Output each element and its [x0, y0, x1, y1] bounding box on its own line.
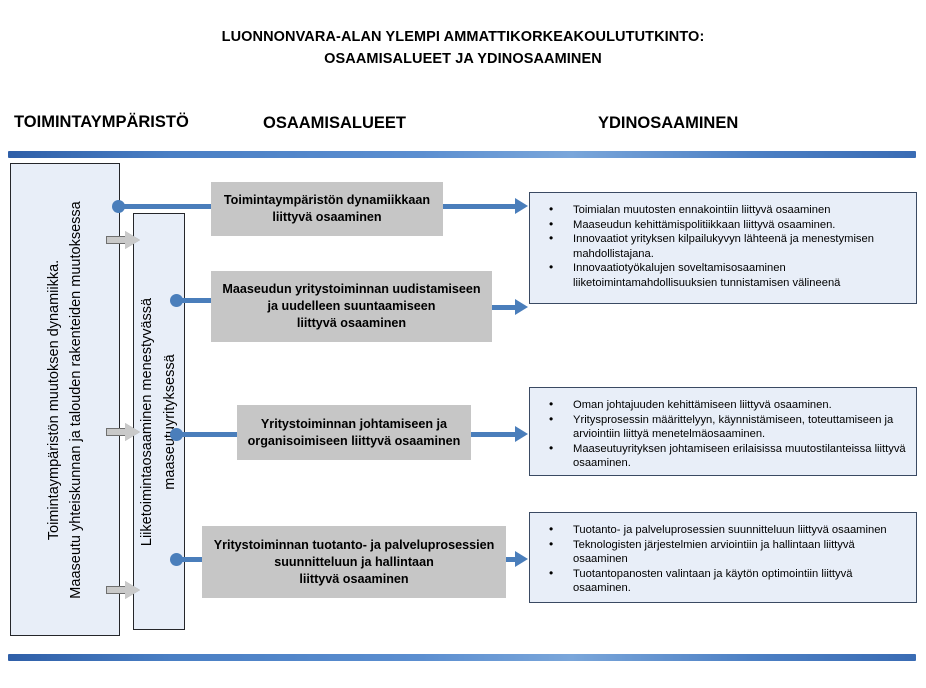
competence-area-text: Maaseudun yritystoiminnan uudistamiseen … — [222, 281, 480, 332]
core-competence-box-3: Tuotanto- ja palveluprosessien suunnitte… — [529, 512, 917, 603]
block-arrow-icon-1 — [106, 230, 141, 250]
core-competence-box-2: Oman johtajuuden kehittämiseen liittyvä … — [529, 387, 917, 476]
connector-dot-4 — [170, 553, 183, 566]
list-item: Maaseudun kehittämispolitiikkaan liittyv… — [538, 217, 906, 233]
connector-line-3b — [471, 432, 517, 437]
connector-line-2b — [492, 305, 517, 310]
core-competence-list-2: Oman johtajuuden kehittämiseen liittyvä … — [538, 397, 906, 471]
connector-arrowhead-1 — [515, 198, 528, 214]
connector-arrowhead-3 — [515, 426, 528, 442]
connector-line-4a — [178, 557, 206, 562]
column-header-osaamisalueet: OSAAMISALUEET — [263, 114, 407, 132]
competence-area-line-2: organisoimiseen liittyvä osaaminen — [247, 433, 461, 448]
connector-arrowhead-2 — [515, 299, 528, 315]
connector-line-1a — [120, 204, 214, 209]
competence-area-box-tuotanto: Yritystoiminnan tuotanto- ja palvelupros… — [202, 526, 506, 598]
environment-box-text: Toimintaympäristön muutoksen dynamiikka.… — [43, 201, 87, 598]
list-item: Teknologisten järjestelmien arviointiin … — [538, 537, 906, 567]
competence-area-box-johtaminen: Yritystoiminnan johtamiseen ja organisoi… — [237, 405, 471, 460]
competence-area-line-2: liittyvä osaaminen — [272, 210, 382, 224]
column-header-ydinosaaminen: YDINOSAAMINEN — [598, 114, 739, 132]
competence-area-text: Yritystoiminnan tuotanto- ja palvelupros… — [214, 537, 495, 588]
list-item: Yritysprosessin määrittelyyn, käynnistäm… — [538, 412, 906, 442]
environment-line-1: Toimintaympäristön muutoksen dynamiikka. — [46, 259, 62, 540]
connector-line-2a — [178, 298, 214, 303]
title-line-1: LUONNONVARA-ALAN YLEMPI AMMATTIKORKEAKOU… — [221, 29, 705, 45]
block-arrow-shaft — [106, 586, 127, 594]
block-arrow-icon-2 — [106, 422, 141, 442]
environment-line-2: Maaseutu yhteiskunnan ja talouden rakent… — [68, 200, 84, 599]
block-arrow-head — [125, 423, 140, 441]
competence-area-line-2: ja uudelleen suuntaamiseen — [267, 299, 436, 313]
block-arrow-icon-3 — [106, 580, 141, 600]
competence-area-line-1: Yritystoiminnan tuotanto- ja palvelupros… — [213, 537, 495, 552]
connector-dot-2 — [170, 294, 183, 307]
environment-box: Toimintaympäristön muutoksen dynamiikka.… — [10, 163, 120, 636]
competence-area-text: Yritystoiminnan johtamiseen ja organisoi… — [248, 416, 461, 450]
business-competence-line-2: maaseutuyrityksessä — [162, 353, 178, 490]
list-item: Maaseutuyrityksen johtamiseen erilaisiss… — [538, 441, 906, 471]
connector-line-3a — [178, 432, 240, 437]
list-item: Tuotanto- ja palveluprosessien suunnitte… — [538, 522, 906, 538]
list-item: Tuotantopanosten valintaan ja käytön opt… — [538, 566, 906, 596]
competence-area-line-3: liittyvä osaaminen — [299, 571, 409, 586]
connector-line-4b — [506, 557, 517, 562]
page-title: LUONNONVARA-ALAN YLEMPI AMMATTIKORKEAKOU… — [0, 26, 926, 70]
connector-line-1b — [443, 204, 517, 209]
bottom-divider-bar — [8, 654, 916, 661]
business-competence-line-1: Liiketoimintaosaaminen menestyvässä — [139, 297, 155, 546]
list-item: Toimialan muutosten ennakointiin liittyv… — [538, 202, 906, 218]
connector-dot-3 — [170, 428, 183, 441]
list-item: Innovaatiotyökalujen soveltamisosaaminen… — [538, 260, 906, 290]
competence-area-box-uudistaminen: Maaseudun yritystoiminnan uudistamiseen … — [211, 271, 492, 342]
column-header-toimintaymparisto: TOIMINTAYMPÄRISTÖ — [14, 113, 189, 131]
block-arrow-head — [125, 581, 140, 599]
list-item: Oman johtajuuden kehittämiseen liittyvä … — [538, 397, 906, 413]
competence-area-line-2: suunnitteluun ja hallintaan — [274, 554, 434, 569]
competence-area-line-1: Toimintaympäristön dynamiikkaan — [223, 193, 431, 207]
competence-area-line-3: liittyvä osaaminen — [296, 316, 407, 330]
top-divider-bar — [8, 151, 916, 158]
core-competence-list-1: Toimialan muutosten ennakointiin liittyv… — [538, 202, 906, 291]
block-arrow-shaft — [106, 428, 127, 436]
core-competence-box-1: Toimialan muutosten ennakointiin liittyv… — [529, 192, 917, 304]
competence-area-line-1: Yritystoiminnan johtamiseen ja — [260, 416, 448, 431]
connector-arrowhead-4 — [515, 551, 528, 567]
block-arrow-head — [125, 231, 140, 249]
title-line-2: OSAAMISALUEET JA YDINOSAAMINEN — [324, 51, 602, 67]
core-competence-list-3: Tuotanto- ja palveluprosessien suunnitte… — [538, 522, 906, 596]
list-item: Innovaatiot yrityksen kilpailukyvyn läht… — [538, 231, 906, 261]
competence-area-line-1: Maaseudun yritystoiminnan uudistamiseen — [222, 282, 481, 296]
business-competence-box-text: Liiketoimintaosaaminen menestyvässä maas… — [136, 297, 182, 545]
business-competence-box: Liiketoimintaosaaminen menestyvässä maas… — [133, 213, 185, 630]
competence-area-box-dynamiikka: Toimintaympäristön dynamiikkaan liittyvä… — [211, 182, 443, 236]
competence-area-text: Toimintaympäristön dynamiikkaan liittyvä… — [224, 192, 430, 226]
connector-dot-1 — [112, 200, 125, 213]
block-arrow-shaft — [106, 236, 127, 244]
